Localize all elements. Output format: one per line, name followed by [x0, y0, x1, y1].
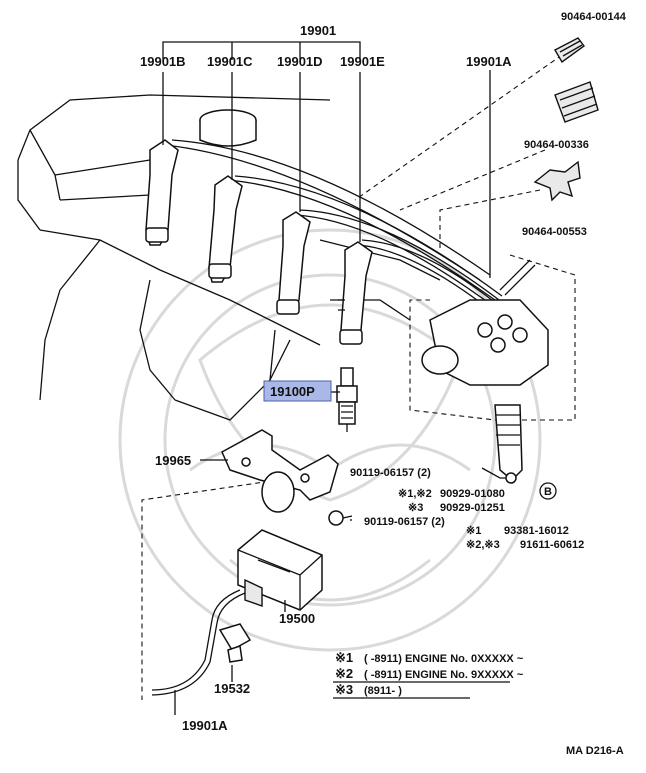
bolt: [328, 510, 353, 526]
distributor: [421, 259, 549, 386]
callout-90929-01080: 90929-01080: [440, 488, 505, 500]
callout-90464-00144: 90464-00144: [561, 11, 627, 23]
note-3-mark: ※3: [335, 682, 353, 697]
diagram-code: MA D216-A: [566, 745, 624, 757]
engine-notes: ※1 ( -8911) ENGINE No. 0XXXXX ~ ※2 ( -89…: [333, 650, 524, 699]
callout-90119-06157-a: 90119-06157 (2): [350, 467, 431, 479]
callout-19901d: 19901D: [277, 54, 323, 69]
callout-19901: 19901: [300, 23, 336, 38]
callout-labels: 19901 19901B 19901C 19901D 19901E 19901A…: [140, 11, 627, 733]
callout-90929-01251: 90929-01251: [440, 502, 505, 514]
mark-3: ※3: [408, 502, 423, 514]
mark-1-2: ※1,※2: [398, 488, 432, 500]
note-1-text: ( -8911) ENGINE No. 0XXXXX ~: [364, 653, 524, 665]
callout-19901e: 19901E: [340, 54, 385, 69]
callout-19901c: 19901C: [207, 54, 253, 69]
callout-19901a-bottom: 19901A: [182, 718, 228, 733]
ignition-coil: [237, 529, 323, 611]
note-1-mark: ※1: [335, 650, 353, 665]
highlight-19100p: [263, 380, 332, 402]
spark-plug-wires: [145, 139, 523, 345]
note-2-mark: ※2: [335, 666, 353, 681]
callout-19965: 19965: [155, 453, 191, 468]
callout-91611-60612: 91611-60612: [520, 539, 584, 551]
callout-90464-00336: 90464-00336: [524, 139, 589, 151]
callout-19500: 19500: [279, 611, 315, 626]
callout-19901a-top: 19901A: [466, 54, 512, 69]
coil-wire: [151, 589, 252, 696]
leader-lines: [162, 41, 510, 715]
note-3-text: (8911- ): [364, 685, 402, 697]
cap-parts: [533, 37, 599, 202]
spark-plug: [336, 367, 358, 432]
mark-1: ※1: [466, 525, 481, 537]
callout-90119-06157-b: 90119-06157 (2): [364, 516, 445, 528]
callout-19100p: 19100P: [270, 384, 315, 399]
callout-93381-16012: 93381-16012: [504, 525, 569, 537]
callout-90464-00553: 90464-00553: [522, 226, 587, 238]
watermark-emblem: [118, 228, 542, 652]
sensor-bracket: [494, 404, 523, 484]
grouping-lines: [141, 54, 576, 700]
mark-2-3: ※2,※3: [466, 539, 500, 551]
reference-circle: [539, 482, 557, 500]
note-2-text: ( -8911) ENGINE No. 9XXXXX ~: [364, 669, 524, 681]
reference-circle-letter: B: [544, 486, 552, 498]
callout-19532: 19532: [214, 681, 250, 696]
coil-bracket: [221, 429, 339, 513]
callout-19901b: 19901B: [140, 54, 186, 69]
